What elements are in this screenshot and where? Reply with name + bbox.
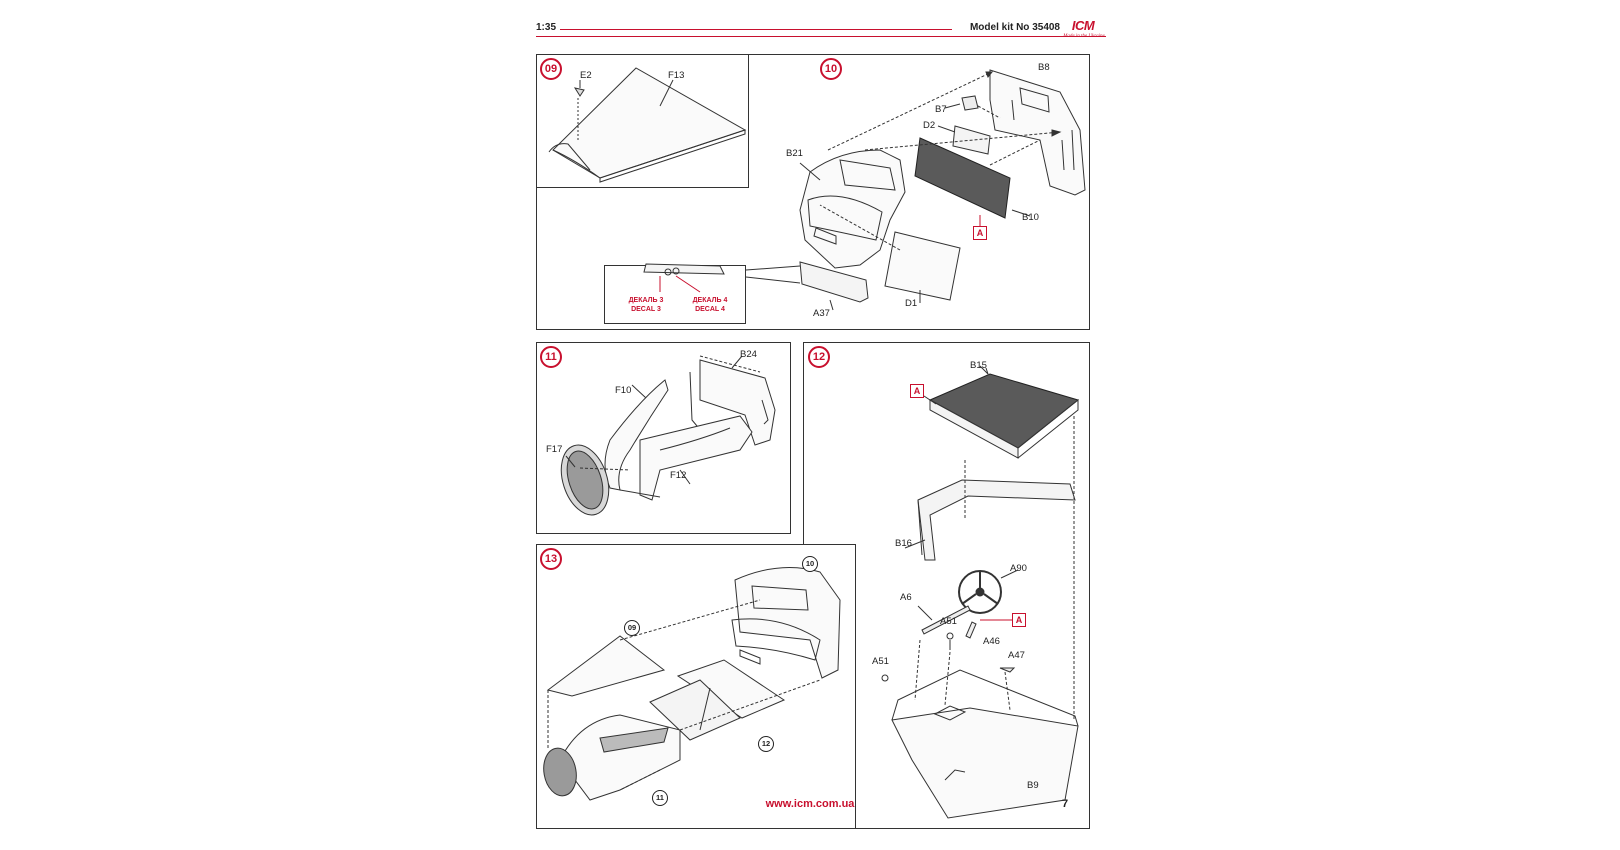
step-12-number: 12 — [808, 346, 830, 368]
part-label: F13 — [668, 70, 685, 81]
decal-3-label: ДЕКАЛЬ 3 DECAL 3 — [616, 296, 676, 314]
part-label: E2 — [580, 70, 592, 81]
step-09-number: 09 — [540, 58, 562, 80]
step-ref-11: 11 — [652, 790, 668, 806]
website-url: www.icm.com.ua — [765, 798, 855, 810]
part-label: F17 — [546, 444, 563, 455]
part-label: B21 — [786, 148, 803, 159]
part-label: B8 — [1038, 62, 1050, 73]
part-label: A47 — [1008, 650, 1025, 661]
step-10-dashboard-inset — [604, 265, 746, 324]
decal-4-ru: ДЕКАЛЬ 4 — [692, 297, 728, 304]
part-label: D1 — [905, 298, 918, 309]
part-label: B24 — [740, 349, 757, 360]
part-label: F12 — [670, 470, 687, 481]
paint-marker: A — [910, 384, 924, 398]
header-underline — [536, 36, 1106, 37]
step-11-number: 11 — [540, 346, 562, 368]
paint-marker: A — [1012, 613, 1026, 627]
part-label: B7 — [935, 104, 947, 115]
kit-number: Model kit No 35408 — [969, 22, 1060, 33]
logo-text: ICM — [1071, 18, 1095, 33]
part-label: A51 — [872, 656, 889, 667]
part-label: B9 — [1027, 780, 1039, 791]
header-divider — [560, 29, 952, 30]
page-number: 7 — [1062, 798, 1069, 810]
logo-slogan: Made in the Ukraine — [1063, 34, 1105, 39]
decal-4-label: ДЕКАЛЬ 4 DECAL 4 — [680, 296, 740, 314]
decal-3-en: DECAL 3 — [631, 306, 661, 313]
step-ref-09: 09 — [624, 620, 640, 636]
step-10-number: 10 — [820, 58, 842, 80]
step-13-number: 13 — [540, 548, 562, 570]
part-label: A37 — [813, 308, 830, 319]
icm-logo: ICM Made in the Ukraine — [1060, 14, 1106, 44]
part-label: D2 — [923, 120, 936, 131]
part-label: A6 — [900, 592, 912, 603]
part-label: B16 — [895, 538, 912, 549]
step-ref-12: 12 — [758, 736, 774, 752]
part-label: B10 — [1022, 212, 1039, 223]
decal-4-en: DECAL 4 — [695, 306, 725, 313]
step-ref-10: 10 — [802, 556, 818, 572]
part-label: A51 — [940, 616, 957, 627]
paint-marker: A — [973, 226, 987, 240]
step-10-panel — [536, 54, 1090, 330]
decal-3-ru: ДЕКАЛЬ 3 — [628, 297, 664, 304]
scale-label: 1:35 — [536, 22, 557, 33]
part-label: A46 — [983, 636, 1000, 647]
part-label: F10 — [615, 385, 632, 396]
part-label: B15 — [970, 360, 987, 371]
part-label: A90 — [1010, 563, 1027, 574]
